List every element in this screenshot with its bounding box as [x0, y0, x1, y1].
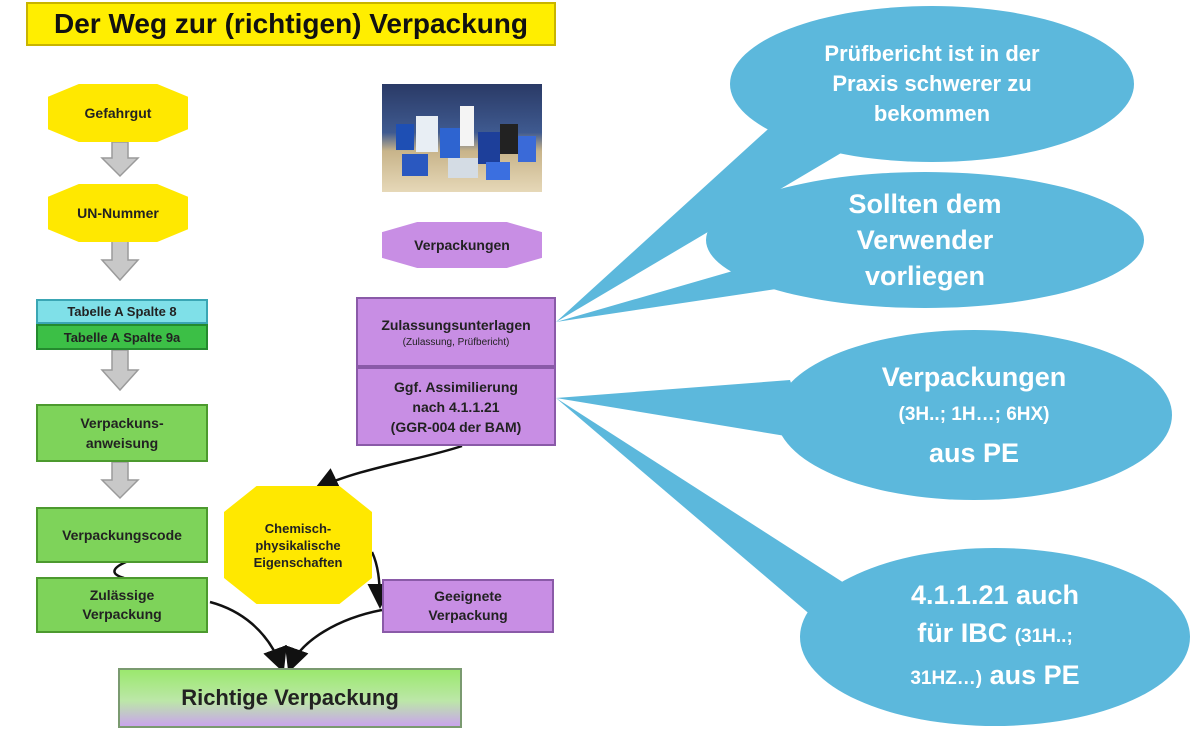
chem-line-3: Eigenschaften: [253, 554, 343, 570]
bubble-4-line-3-main: aus PE: [989, 660, 1080, 690]
geeignete-line-2: Verpackung: [428, 607, 508, 623]
zulassung-subtitle: (Zulassung, Prüfbericht): [402, 336, 510, 348]
drum-shape: [440, 128, 460, 158]
node-assimilierung: Ggf. Assimilierung nach 4.1.1.21 (GGR-00…: [356, 367, 556, 446]
drum-shape: [500, 124, 518, 154]
chem-line-2: physikalische: [255, 537, 341, 553]
node-tabelle-spalte-8: Tabelle A Spalte 8: [36, 299, 208, 324]
node-zulaessige-verpackung: Zulässige Verpackung: [36, 577, 208, 633]
callout-bubble-4: 4.1.1.21 auch für IBC (31H..; 31HZ…) aus…: [800, 548, 1190, 726]
container-shape: [460, 106, 474, 146]
connector-chem-to-geeignet: [367, 551, 393, 609]
verpackungsanweisung-line-1: Verpackuns-: [80, 415, 164, 431]
node-chemisch-physikalische-eigenschaften: Chemisch- physikalische Eigenschaften: [224, 486, 372, 604]
drum-shape: [396, 124, 414, 150]
bubble-4-line-2: für IBC (31H..;: [917, 614, 1073, 656]
bubble-tail-1: [556, 100, 880, 322]
node-verpackungen: Verpackungen: [382, 222, 542, 268]
bubble-3-line-3: aus PE: [928, 438, 1020, 468]
bubble-2-line-2: Verwender: [856, 225, 994, 255]
node-gefahrgut: Gefahrgut: [48, 84, 188, 142]
callout-bubble-1: Prüfbericht ist in der Praxis schwerer z…: [730, 6, 1134, 162]
bubble-2-line-3: vorliegen: [864, 261, 986, 291]
diagram-title: Der Weg zur (richtigen) Verpackung: [26, 2, 556, 46]
drum-shape: [402, 154, 428, 176]
drum-shape: [486, 162, 510, 180]
down-arrow-3: [100, 349, 140, 392]
node-geeignete-verpackung: Geeignete Verpackung: [382, 579, 554, 633]
down-arrow-2: [100, 239, 140, 282]
node-richtige-verpackung: Richtige Verpackung: [118, 668, 462, 728]
bubble-tail-3: [556, 380, 810, 440]
bubble-4-line-3-small: 31HZ…): [910, 668, 983, 689]
packaging-photo: [382, 84, 542, 192]
node-verpackungsanweisung: Verpackuns- anweisung: [36, 404, 208, 462]
zulassung-title: Zulassungsunterlagen: [381, 316, 531, 333]
bubble-4-line-3: 31HZ…) aus PE: [910, 656, 1079, 698]
connector-zulaessig-to-result: [209, 600, 287, 673]
bubble-tail-4: [556, 398, 855, 640]
zulaessige-line-1: Zulässige: [89, 587, 155, 603]
bubble-1-line-2: Praxis schwerer zu: [832, 71, 1032, 96]
canister-shape: [416, 116, 438, 152]
bubble-1-line-1: Prüfbericht ist in der: [824, 41, 1040, 66]
connector-code-to-zulaessig: [113, 560, 127, 580]
callout-bubble-2: Sollten dem Verwender vorliegen: [706, 172, 1144, 308]
connector-assim-to-chem: [313, 444, 463, 491]
node-tabelle-spalte-9a: Tabelle A Spalte 9a: [36, 324, 208, 350]
chem-line-1: Chemisch-: [264, 520, 332, 536]
bubble-1-line-3: bekommen: [873, 101, 991, 126]
bubble-4-line-2-small: (31H..;: [1014, 626, 1073, 647]
geeignete-line-1: Geeignete: [434, 588, 502, 604]
verpackungsanweisung-line-2: anweisung: [85, 435, 159, 451]
bubble-3-line-1: Verpackungen: [881, 362, 1067, 392]
bubble-4-line-2-main: für IBC: [917, 618, 1008, 648]
assim-line-3: (GGR-004 der BAM): [390, 418, 522, 435]
node-un-nummer: UN-Nummer: [48, 184, 188, 242]
assim-line-1: Ggf. Assimilierung: [394, 378, 518, 395]
zulaessige-line-2: Verpackung: [82, 606, 162, 622]
bubble-4-line-1: 4.1.1.21 auch: [910, 580, 1080, 610]
drum-shape: [478, 132, 500, 164]
node-zulassungsunterlagen: Zulassungsunterlagen (Zulassung, Prüfber…: [356, 297, 556, 367]
down-arrow-4: [100, 461, 140, 500]
canister-shape: [448, 158, 478, 178]
callout-bubble-3: Verpackungen (3H..; 1H…; 6HX) aus PE: [776, 330, 1172, 500]
connector-geeignet-to-result: [284, 608, 383, 673]
bubble-3-line-2: (3H..; 1H…; 6HX): [898, 404, 1050, 425]
bubble-2-line-1: Sollten dem: [848, 189, 1002, 219]
drum-shape: [518, 136, 536, 162]
down-arrow-1: [100, 141, 140, 178]
node-verpackungscode: Verpackungscode: [36, 507, 208, 563]
assim-line-2: nach 4.1.1.21: [412, 398, 500, 415]
